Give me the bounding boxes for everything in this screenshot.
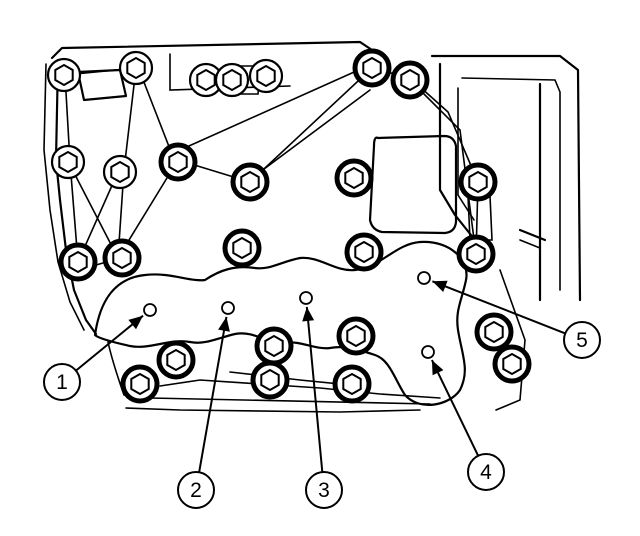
callout-leader-2 — [198, 316, 230, 473]
hex-bolt-icon — [334, 158, 374, 198]
hex-bolt-icon — [474, 312, 514, 352]
callout-leader-3 — [302, 306, 324, 473]
callout-leader-5 — [432, 280, 566, 335]
callout-leader-4 — [431, 359, 480, 457]
callout-4: 4 — [467, 453, 505, 491]
callout-2: 2 — [177, 471, 215, 509]
hex-bolt-icon — [248, 58, 284, 94]
hex-bolt-icon — [102, 154, 138, 190]
hex-bolt-icon — [102, 238, 142, 278]
callout-label-5: 5 — [576, 329, 588, 352]
callout-5: 5 — [563, 321, 601, 359]
hex-bolt-icon — [332, 364, 372, 404]
callout-label-2: 2 — [190, 479, 202, 502]
port-hole-icon — [299, 291, 313, 305]
hex-bolt-icon — [230, 162, 270, 202]
hex-bolt-icon — [158, 142, 198, 182]
hex-bolt-icon — [254, 326, 294, 366]
callout-leaders — [75, 280, 566, 473]
hex-bolt-icon — [118, 50, 154, 86]
hex-bolt-icon — [120, 364, 160, 404]
bolts — [46, 48, 532, 404]
hex-bolt-icon — [156, 340, 196, 380]
hex-bolt-icon — [456, 234, 496, 274]
port-hole-icon — [221, 301, 235, 315]
hex-bolt-icon — [344, 232, 384, 272]
hex-bolt-icon — [492, 344, 532, 384]
hex-bolt-icon — [336, 316, 376, 356]
hex-bolt-icon — [214, 62, 250, 98]
hex-bolt-icon — [458, 162, 498, 202]
hex-bolt-icon — [390, 60, 430, 100]
hex-bolt-icon — [46, 57, 82, 93]
callout-label-1: 1 — [56, 371, 68, 394]
hex-bolt-icon — [222, 228, 262, 268]
hex-bolt-icon — [58, 242, 98, 282]
port-hole-icon — [417, 271, 431, 285]
callouts: 1 2 3 4 5 — [43, 321, 601, 509]
port-hole-icon — [143, 303, 157, 317]
callout-label-4: 4 — [480, 461, 492, 484]
callout-3: 3 — [305, 471, 343, 509]
hex-bolt-icon — [250, 360, 290, 400]
callout-label-3: 3 — [318, 479, 330, 502]
callout-1: 1 — [43, 363, 81, 401]
ports — [143, 271, 435, 359]
hex-bolt-icon — [352, 48, 392, 88]
hex-bolt-icon — [50, 144, 86, 180]
callout-leader-1 — [75, 314, 144, 372]
port-hole-icon — [421, 345, 435, 359]
